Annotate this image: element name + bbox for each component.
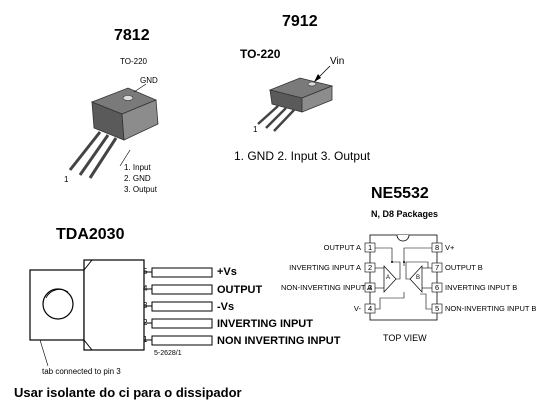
lm7812-package-label: TO-220 (120, 57, 147, 66)
tda2030-package-drawing (29, 259, 213, 367)
ne5532-pin-label-5: NON-INVERTING INPUT B (445, 304, 537, 313)
ne5532-top-view-label: TOP VIEW (383, 333, 427, 343)
lm7812-title: 7812 (114, 27, 150, 44)
ne5532-pin-label-2: INVERTING INPUT A (289, 263, 361, 272)
ne5532-package-label: N, D8 Packages (371, 209, 439, 219)
ne5532-pin-num-5: 5 (435, 304, 440, 313)
tda2030-pin-num-4: 4 (143, 284, 148, 293)
ne5532-pin-num-1: 1 (368, 243, 373, 252)
tda2030-pin-label-2: INVERTING INPUT (217, 318, 313, 330)
tda2030-drawing-code: 5-2628/1 (154, 350, 182, 357)
footer-note: Usar isolante do ci para o dissipador (14, 385, 242, 400)
ne5532-pin-label-6: INVERTING INPUT B (445, 283, 518, 292)
ne5532-amp-a-label: A (386, 275, 391, 281)
tda2030-pin-label-3: -Vs (217, 301, 235, 313)
ne5532-pin-num-6: 6 (435, 283, 440, 292)
lm7812-pin-3: 3. Output (124, 185, 157, 194)
ne5532-pin-label-7: OUTPUT B (445, 263, 483, 272)
lm7912-vin-tab-label: Vin (330, 56, 345, 67)
ne5532-pin-num-2: 2 (368, 263, 373, 272)
tda2030-pin-label-5: +Vs (217, 266, 237, 278)
tda2030-pin-label-1: NON INVERTING INPUT (217, 335, 341, 347)
lm7912-title: 7912 (282, 13, 318, 30)
lm7912-pin1-marker: 1 (253, 125, 258, 134)
ne5532-pin-label-3: NON-INVERTING INPUT A (281, 283, 372, 292)
lm7812-pin-1: 1. Input (124, 163, 151, 172)
tda2030-pin-num-3: 3 (143, 301, 148, 310)
lm7812-pin1-marker: 1 (64, 175, 69, 184)
ne5532-pin-num-8: 8 (435, 243, 440, 252)
tda2030-tab-note: tab connected to pin 3 (42, 367, 121, 376)
tda2030-pin-num-2: 2 (143, 318, 148, 327)
lm7912-pinout: 1. GND 2. Input 3. Output (234, 149, 371, 163)
ne5532-title: NE5532 (371, 185, 429, 202)
ne5532-pin-num-4: 4 (368, 304, 373, 313)
ne5532-pin-num-3: 3 (368, 283, 373, 292)
ne5532-amp-b-label: B (416, 275, 421, 281)
ne5532-pin-label-8: V+ (445, 243, 455, 252)
ne5532-pin-label-4: V- (353, 304, 361, 313)
ne5532-pin-num-7: 7 (435, 263, 440, 272)
lm7912-package-label: TO-220 (240, 47, 281, 61)
tda2030-title: TDA2030 (56, 226, 125, 243)
ne5532-pin-label-1: OUTPUT A (323, 243, 361, 252)
lm7812-gnd-tab-label: GND (140, 76, 158, 85)
lm7812-pin-2: 2. GND (124, 174, 151, 183)
tda2030-pin-num-5: 5 (143, 267, 148, 276)
tda2030-pin-num-1: 1 (143, 335, 148, 344)
tda2030-pin-label-4: OUTPUT (217, 284, 263, 296)
lm7812-package-drawing (68, 83, 159, 179)
lm7912-package-drawing (257, 65, 334, 132)
ne5532-ic-body (364, 234, 443, 321)
